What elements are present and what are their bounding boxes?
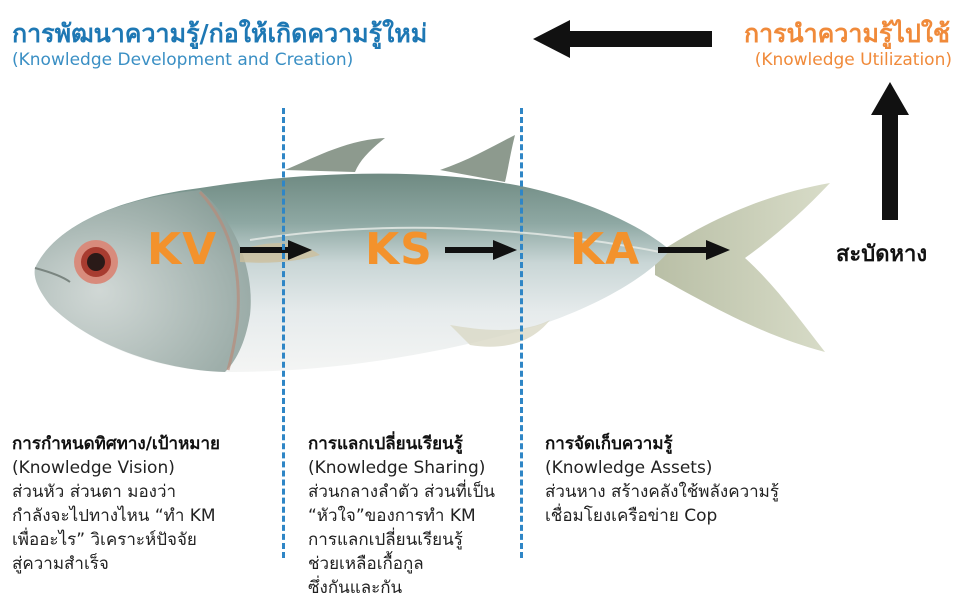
kv-line-4: สู่ความสำเร็จ — [12, 554, 109, 574]
arrow-ka-tail — [658, 240, 730, 260]
ks-line-4: ช่วยเหลือเกื้อกูล — [308, 554, 424, 574]
fish-head — [34, 190, 251, 372]
dorsal-fin-2 — [440, 135, 515, 182]
arrow-ks-ka — [445, 240, 517, 260]
utilization-subtitle: (Knowledge Utilization) — [754, 50, 952, 70]
code-kv: KV — [147, 224, 218, 275]
ks-english: (Knowledge Sharing) — [308, 458, 486, 478]
dorsal-fin-1 — [285, 138, 385, 172]
development-subtitle: (Knowledge Development and Creation) — [12, 50, 354, 70]
utilization-title: การนำความรู้ไปใช้ — [743, 19, 950, 48]
kv-line-1: ส่วนหัว ส่วนตา มองว่า — [12, 482, 177, 502]
code-ks: KS — [365, 224, 433, 275]
ka-heading: การจัดเก็บความรู้ — [545, 434, 673, 454]
kv-line-3: เพื่ออะไร” วิเคราะห์ปัจจัย — [12, 530, 197, 550]
divider-1 — [282, 108, 285, 558]
code-ka: KA — [570, 224, 641, 275]
segment-kv-description: การกำหนดทิศทาง/เป้าหมาย (Knowledge Visio… — [12, 432, 220, 576]
ka-line-2: เชื่อมโยงเครือข่าย Cop — [545, 506, 718, 526]
ks-line-3: การแลกเปลี่ยนเรียนรู้ — [308, 530, 463, 550]
kv-line-2: กำลังจะไปทางไหน “ทำ KM — [12, 506, 216, 526]
gill-line — [198, 190, 240, 371]
left-arrow — [533, 20, 712, 58]
ks-line-1: ส่วนกลางลำตัว ส่วนที่เป็น — [308, 482, 496, 502]
kv-heading: การกำหนดทิศทาง/เป้าหมาย — [12, 434, 221, 454]
arrow-kv-ks — [240, 240, 312, 260]
development-title: การพัฒนาความรู้/ก่อให้เกิดความรู้ใหม่ — [12, 19, 428, 48]
fish-tail — [655, 183, 830, 352]
up-arrow — [871, 82, 909, 220]
tail-flick-label: สะบัดหาง — [836, 242, 928, 267]
ka-line-1: ส่วนหาง สร้างคลังใช้พลังความรู้ — [545, 482, 780, 502]
divider-2 — [520, 108, 523, 558]
ks-line-5: ซึ่งกันและกัน — [308, 578, 403, 598]
lateral-line — [249, 226, 661, 253]
kv-english: (Knowledge Vision) — [12, 458, 175, 478]
segment-ks-description: การแลกเปลี่ยนเรียนรู้ (Knowledge Sharing… — [308, 432, 495, 600]
ks-heading: การแลกเปลี่ยนเรียนรู้ — [308, 434, 463, 454]
anal-fin — [450, 320, 550, 347]
ka-english: (Knowledge Assets) — [545, 458, 713, 478]
segment-ka-description: การจัดเก็บความรู้ (Knowledge Assets) ส่ว… — [545, 432, 779, 528]
ks-line-2: “หัวใจ”ของการทำ KM — [308, 506, 476, 526]
